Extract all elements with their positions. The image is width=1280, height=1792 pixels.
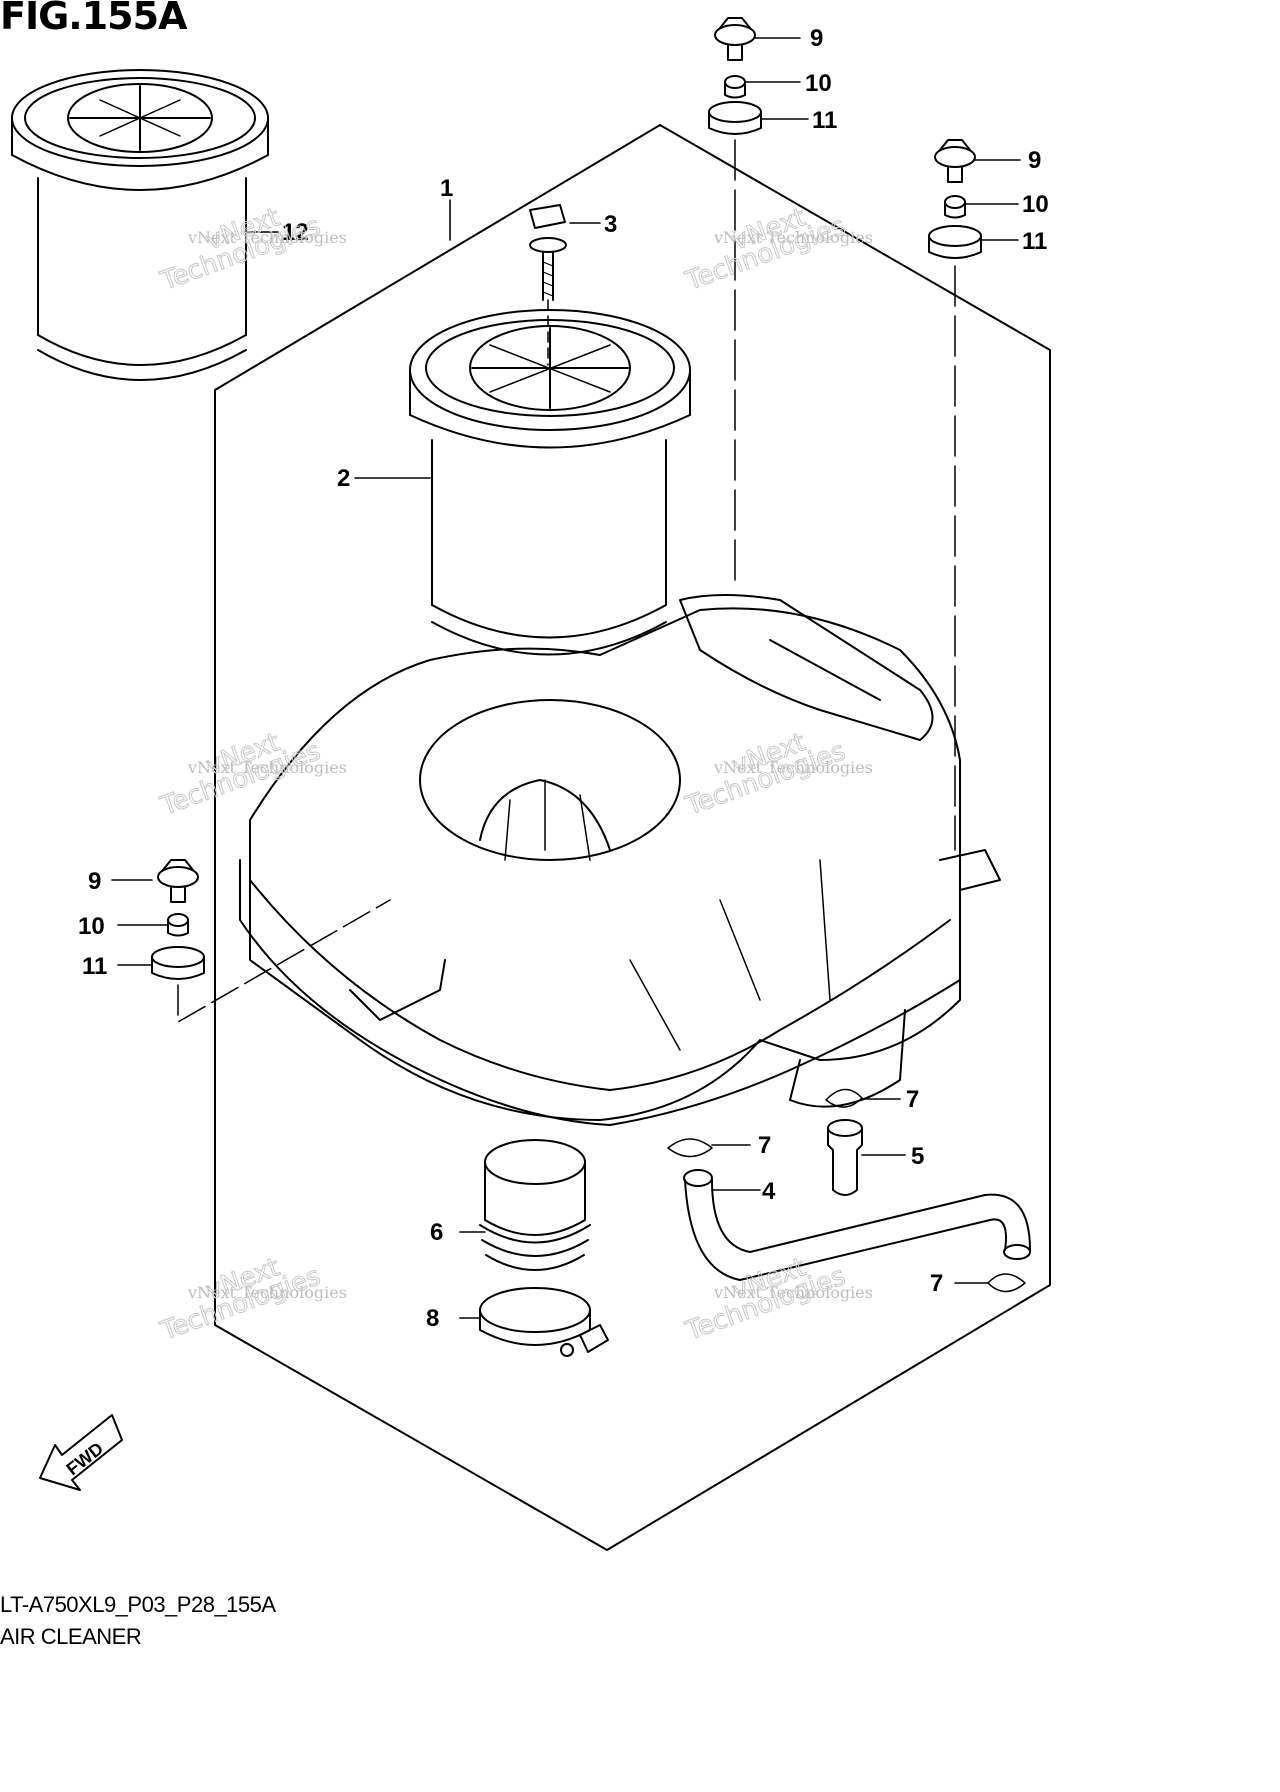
watermark-text: vNext Technologies [187,1283,347,1302]
callout-11c: 11 [82,953,107,980]
watermark-text: vNext Technologies [713,228,873,247]
callout-10c: 10 [78,913,105,940]
fwd-label: FWD [62,1438,107,1479]
hardware-top-center [708,17,762,591]
air-filter-element [409,309,691,656]
callout-10b: 10 [1022,191,1049,218]
hardware-left [151,859,391,1023]
watermark-text: vNext Technologies [187,758,347,777]
watermarks: vNext Technologies vNext Technologies vN… [156,202,873,1348]
callout-10a: 10 [805,70,832,97]
figure-code: LT-A750XL9_P03_P28_155A [0,1592,276,1617]
callout-12: 12 [282,219,309,246]
intake-duct [479,1139,591,1271]
callout-9c: 9 [88,868,101,895]
fwd-arrow-icon [39,1414,123,1491]
assembly-boundary [214,124,1051,1551]
callout-7a: 7 [906,1086,919,1113]
spare-filter-element [11,69,269,381]
callout-7c: 7 [930,1270,943,1297]
callout-5: 5 [911,1143,924,1170]
callout-8: 8 [426,1305,439,1332]
callout-7b: 7 [758,1132,771,1159]
watermark-text: vNext Technologies [713,758,873,777]
callout-11b: 11 [1022,228,1047,255]
callout-4: 4 [762,1178,776,1205]
callout-11a: 11 [812,107,837,134]
figure-title: FIG.155A [0,0,187,38]
callout-6: 6 [430,1219,443,1246]
wing-bolt [529,204,567,366]
callout-labels: 1 2 3 4 5 6 7 7 7 8 9 9 9 10 10 10 11 11… [78,25,1049,1332]
air-cleaner-case [239,594,1001,1126]
hose-clips [667,1088,1026,1293]
figure-name: AIR CLEANER [0,1624,142,1649]
callout-3: 3 [604,211,617,238]
callout-1: 1 [440,175,453,202]
callout-9b: 9 [1028,147,1041,174]
hose-clamp [479,1287,609,1357]
drain-plug [827,1119,863,1196]
watermark-text: vNext Technologies [713,1283,873,1302]
drain-hose [683,1169,1031,1281]
callout-9a: 9 [810,25,823,52]
watermark-text: vNext Technologies [187,228,347,247]
callout-2: 2 [337,465,350,492]
leader-lines [111,37,1021,1319]
hardware-top-right [928,139,982,851]
